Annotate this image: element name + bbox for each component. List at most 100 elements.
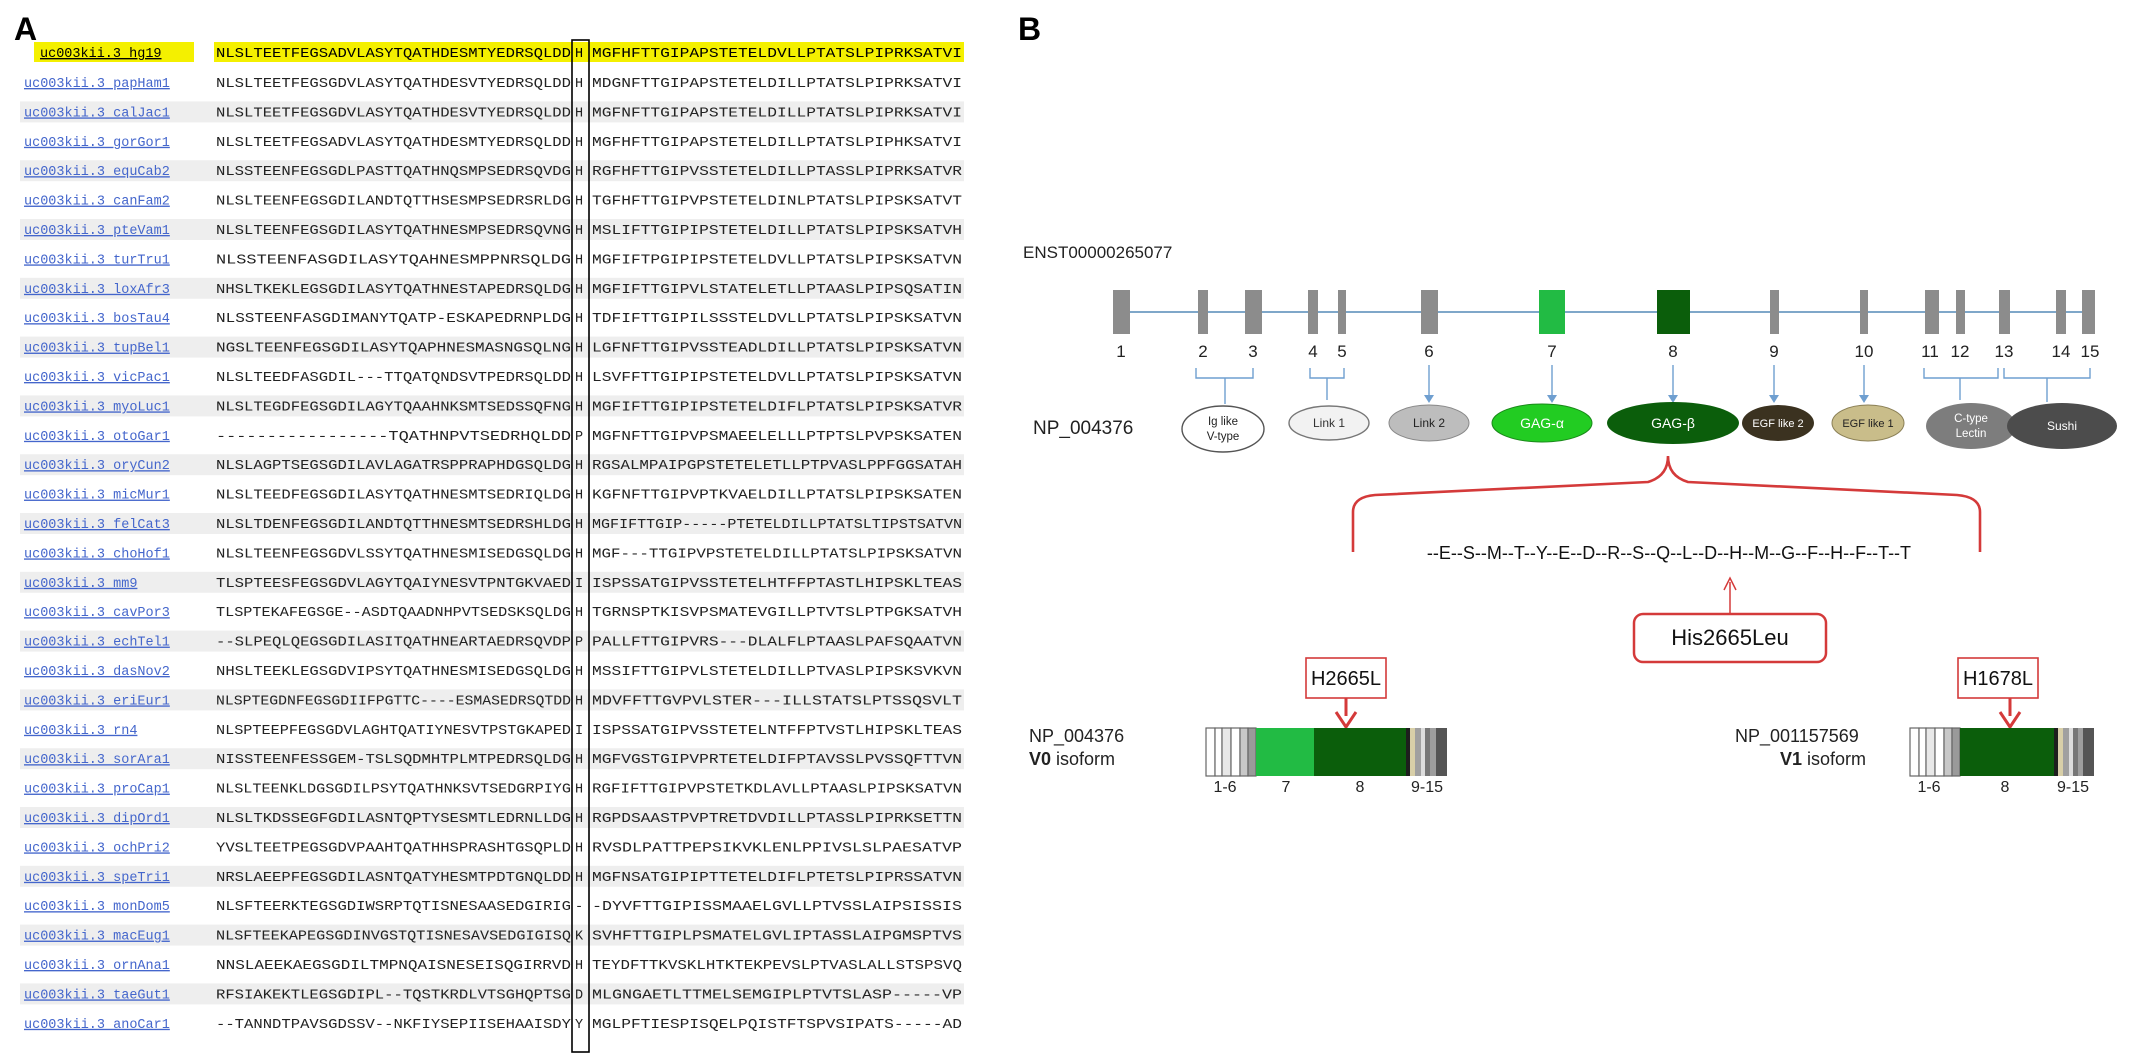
species-link[interactable]: uc003kii.3 speTri1 [24,871,170,886]
exon-number: 6 [1424,342,1433,361]
v1-seg [1934,727,1945,777]
highlight-residue: H [575,489,583,504]
sequence-right: MGFIFTTGIPVLSTATELETLLPTAASLPIPSQSATIN [592,283,962,298]
species-link[interactable]: uc003kii.3 dasNov2 [24,665,170,680]
species-link[interactable]: uc003kii.3 equCab2 [24,165,170,180]
domain-gag-beta-shape [1607,402,1739,444]
v0-seg-8 [1314,728,1406,776]
v0-label-9-15: 9-15 [1411,779,1443,796]
sequence-right: ISPSSATGIPVSSTETELNTFFPTVSTLHIPSKLTEAS [592,724,962,739]
reference-seq-highlight-residue: H [575,47,583,62]
highlight-residue: H [575,371,583,386]
v1-label-1-6: 1-6 [1917,779,1940,796]
v1-seg [1925,727,1936,777]
species-link[interactable]: uc003kii.3 pteVam1 [24,224,170,239]
alignment-row-bg [20,983,964,1005]
transcript-id: ENST00000265077 [1023,243,1172,262]
sequence-right: MGFNFTTGIPVPSMAEELELLLPTPTSLPVPSKSATEN [592,430,962,445]
species-link[interactable]: uc003kii.3 gorGor1 [24,136,170,151]
sequence-left: NGSLTEENFEGSGDILASYTQAPHNESMASNGSQLNG [216,342,571,357]
sequence-left: NLSFTEERKTEGSGDIWSRPTQTISNESAASEDGIRIG [216,900,571,915]
highlight-column-box [571,39,590,1053]
sequence-right: LGFNFTTGIPVSSTEADLDILLPTATSLPIPSKSATVN [592,342,962,357]
exon-number: 8 [1668,342,1677,361]
species-link[interactable]: uc003kii.3 taeGut1 [24,988,170,1003]
highlight-residue: P [575,636,583,651]
exon-6 [1421,290,1438,334]
species-link[interactable]: uc003kii.3 proCap1 [24,783,170,798]
highlight-residue: H [575,665,583,680]
sequence-left: RFSIAKEKTLEGSGDIPL--TQSTKRDLVTSGHQPTSG [216,988,571,1003]
exon-5 [1338,290,1346,334]
species-link[interactable]: uc003kii.3 ornAna1 [24,959,170,974]
species-link[interactable]: uc003kii.3 oryCun2 [24,459,170,474]
v1-isoform-bold: V1 [1780,749,1802,769]
v1-arrow-head [1998,711,2022,730]
species-link[interactable]: uc003kii.3 mm9 [24,577,137,592]
sequence-right: TGFHFTTGIPVPSTETELDINLPTATSLPIPSKSATVT [592,195,962,210]
species-link[interactable]: uc003kii.3 monDom5 [24,900,170,915]
v1-seg [2054,728,2058,776]
species-link[interactable]: uc003kii.3 otoGar1 [24,430,170,445]
sequence-left: NLSLTDENFEGSGDILANDTQTTHNESMTSEDRSHLDG [216,518,571,533]
species-link[interactable]: uc003kii.3 micMur1 [24,489,170,504]
species-link[interactable]: uc003kii.3 myoLuc1 [24,400,170,415]
mutation-label: His2665Leu [1671,625,1788,650]
species-link[interactable]: uc003kii.3 macEug1 [24,930,170,945]
species-link[interactable]: uc003kii.3 vicPac1 [24,371,170,386]
species-link[interactable]: uc003kii.3 bosTau4 [24,312,170,327]
v0-seg [1436,728,1447,776]
species-link[interactable]: uc003kii.3 eriEur1 [24,694,170,709]
species-link[interactable]: uc003kii.3 echTel1 [24,636,170,651]
brace-1-3 [1195,368,1254,379]
sequence-right: MGFNFTTGIPAPSTETELDILLPTATSLPIPRKSATVI [592,106,962,121]
alignment-row-bg [20,277,964,299]
sequence-right: MLGNGAETLTTMELSEMGIPLPTVTSLASP-----VP [592,988,962,1003]
v0-seg [1430,728,1436,776]
v0-seg [1230,727,1241,777]
v1-seg [1943,727,1953,777]
species-link[interactable]: uc003kii.3 rn4 [24,724,137,739]
highlight-residue: H [575,283,583,298]
highlight-residue: H [575,606,583,621]
species-link[interactable]: uc003kii.3 canFam2 [24,195,170,210]
v1-mutation-box [1957,657,2039,699]
species-link[interactable]: uc003kii.3 turTru1 [24,253,170,268]
species-link[interactable]: uc003kii.3 felCat3 [24,518,170,533]
v1-seg [1909,727,1920,777]
species-link[interactable]: uc003kii.3 sorAra1 [24,753,170,768]
species-link[interactable]: uc003kii.3 tupBel1 [24,342,170,357]
reference-seq-left: NLSLTEETFEGSADVLASYTQATHDESMTYEDRSQLDD [216,47,571,62]
species-link[interactable]: uc003kii.3 calJac1 [24,106,170,121]
sequence-right: RGFHFTTGIPVSSTETELDILLPTASSLPIPRKSATVR [592,165,962,180]
arrowheads [1424,395,1869,403]
species-link[interactable]: uc003kii.3 anoCar1 [24,1018,170,1033]
sequence-right: SVHFTTGIPLPSMATELGVLIPTASSLAIPGMSPTVS [592,930,962,945]
species-link[interactable]: uc003kii.3 choHof1 [24,547,170,562]
highlight-residue: H [575,224,583,239]
v0-isoform: H2665L NP_004376 V0 isoform 1-6 7 8 9- [1029,657,1447,796]
sequence-right: -DYVFTTGIPISSMAAELGVLLPTVSSLAIPSISSIS [592,900,962,915]
exon-number: 3 [1248,342,1257,361]
exon-number: 4 [1308,342,1317,361]
sequence-right: RGPDSAASTPVPTRETDVDILLPTASSLPIPRKSETTN [592,812,962,827]
species-link[interactable]: uc003kii.3 loxAfr3 [24,283,170,298]
highlight-residue: H [575,253,583,268]
highlight-residue: K [575,930,584,945]
sequence-left: NRSLAEEPFEGSGDILASNTQATYHESMTPDTGNQLDD [216,871,571,886]
species-link[interactable]: uc003kii.3 papHam1 [24,77,170,92]
sequence-left: NLSLTEENFEGSGDILASYTQATHNESMPSEDRSQVNG [216,224,571,239]
sequence-right: MGFHFTTGIPAPSTETELDILLPTATSLPIPHKSATVI [592,136,962,151]
sequence-right: MGLPFTIESPISQELPQISTFTSPVSIPATS-----AD [592,1018,962,1033]
highlight-residue: H [575,77,583,92]
exon-number: 5 [1337,342,1346,361]
domain-sushi-shape [2007,403,2117,449]
v0-seg [1415,728,1421,776]
sequence-right: ISPSSATGIPVSSTETELHTFFPTASTLHIPSKLTEAS [592,577,962,592]
domain-link1-shape [1288,405,1370,441]
species-link[interactable]: uc003kii.3 ochPri2 [24,841,170,856]
species-link[interactable]: uc003kii.3 cavPor3 [24,606,170,621]
highlight-residue: H [575,136,583,151]
species-link[interactable]: uc003kii.3 dipOrd1 [24,812,170,827]
v1-seg [2063,728,2069,776]
